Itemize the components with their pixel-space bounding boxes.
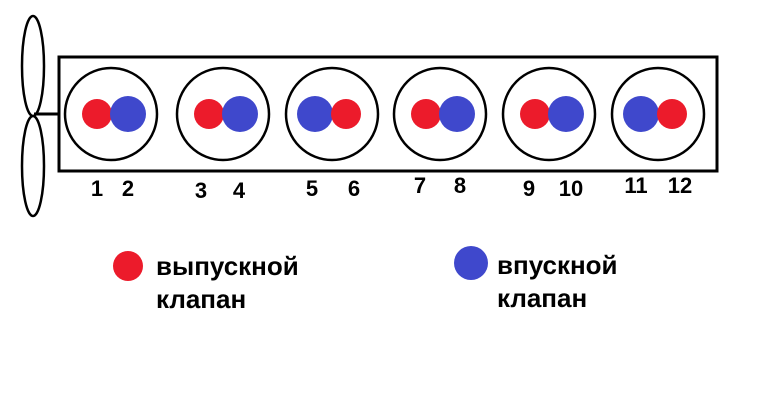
- cylinder-3: [284, 66, 380, 162]
- intake-valve-11: [623, 96, 659, 132]
- legend-exhaust: выпускной клапан: [156, 250, 299, 316]
- valve-number-4: 4: [233, 178, 246, 203]
- legend-intake: впускной клапан: [497, 249, 618, 315]
- cylinder-head: [57, 55, 719, 173]
- valve-number-8: 8: [454, 173, 466, 198]
- pulley-ellipses-icon: [20, 14, 60, 218]
- cylinder-2: [175, 66, 271, 162]
- exhaust-valve-3: [194, 99, 224, 129]
- legend-intake-line2: клапан: [497, 283, 588, 313]
- intake-valve-10: [548, 96, 584, 132]
- valve-number-11: 11: [624, 173, 647, 198]
- intake-valve-4: [222, 96, 258, 132]
- exhaust-valve-1: [82, 99, 112, 129]
- legend-intake-line1: впускной: [497, 250, 618, 280]
- exhaust-valve-7: [411, 99, 441, 129]
- blue-dot-icon: [454, 246, 488, 280]
- cylinder-5: [501, 66, 597, 162]
- exhaust-valve-12: [657, 99, 687, 129]
- valve-number-6: 6: [348, 176, 360, 201]
- valve-number-1: 1: [91, 176, 103, 201]
- exhaust-valve-6: [331, 99, 361, 129]
- valve-number-5: 5: [306, 176, 318, 201]
- red-dot-icon: [113, 251, 143, 281]
- legend-exhaust-line1: выпускной: [156, 251, 299, 281]
- valve-number-12: 12: [668, 173, 692, 198]
- valve-number-3: 3: [195, 178, 207, 203]
- valve-number-10: 10: [559, 176, 583, 201]
- valve-number-7: 7: [414, 173, 426, 198]
- cylinder-6: [610, 66, 706, 162]
- intake-valve-8: [439, 96, 475, 132]
- intake-valve-2: [110, 96, 146, 132]
- legend-exhaust-line2: клапан: [156, 284, 247, 314]
- exhaust-valve-9: [520, 99, 550, 129]
- cylinder-1: [63, 66, 159, 162]
- valve-number-9: 9: [523, 176, 535, 201]
- cylinder-4: [392, 66, 488, 162]
- intake-valve-5: [297, 96, 333, 132]
- valve-number-2: 2: [122, 176, 134, 201]
